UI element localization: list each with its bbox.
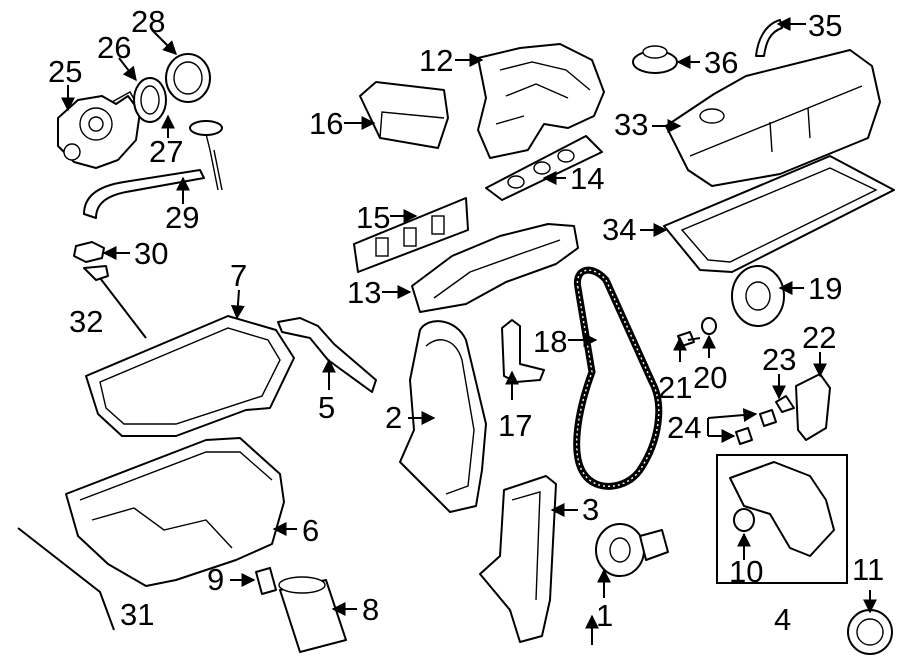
breather-hose-part [755, 19, 783, 57]
callout-28: 28 [131, 4, 165, 39]
sprocket-bolt-part [677, 331, 701, 347]
oil-cap-part [632, 45, 678, 74]
callout-9: 9 [207, 562, 224, 597]
callout-25: 25 [48, 54, 82, 89]
callout-34: 34 [602, 212, 636, 247]
lower-timing-cover-part [479, 475, 557, 643]
callout-15: 15 [356, 200, 390, 235]
intake-gasket-part [485, 135, 603, 201]
callout-8: 8 [362, 592, 379, 627]
housing-gasket-part [165, 53, 211, 103]
callout-31: 31 [120, 597, 154, 632]
callout-35: 35 [808, 8, 842, 43]
timing-belt-part [573, 266, 663, 490]
camshaft-sprocket-part [731, 265, 785, 327]
callout-24: 24 [667, 410, 701, 445]
leader-lines [61, 17, 877, 645]
exhaust-gasket-part [353, 197, 469, 273]
callout-4: 4 [774, 602, 791, 637]
sprocket-washer-part [701, 317, 717, 335]
mount-bushing-part [733, 508, 755, 532]
callout-29: 29 [165, 200, 199, 235]
callout-33: 33 [614, 107, 648, 142]
intake-manifold-part [477, 43, 605, 159]
callout-11: 11 [852, 552, 884, 587]
callout-7: 7 [230, 258, 247, 293]
callout-22: 22 [802, 320, 836, 355]
oil-pan-gasket-part [85, 315, 295, 437]
engine-mount-bracket-part [729, 461, 835, 557]
rear-seal-part [277, 317, 377, 393]
oil-filler-tube-part [83, 120, 223, 219]
tensioner-bolt-part [735, 409, 777, 445]
callout-1: 1 [596, 598, 613, 633]
callout-12: 12 [419, 43, 453, 78]
callout-30: 30 [134, 236, 168, 271]
callout-18: 18 [533, 324, 567, 359]
callout-13: 13 [347, 275, 381, 310]
dipstick-part [83, 265, 147, 339]
callout-21: 21 [658, 370, 692, 405]
callout-6: 6 [302, 513, 319, 548]
upper-timing-cover-part [399, 320, 487, 513]
callout-32: 32 [69, 304, 103, 339]
callout-20: 20 [693, 360, 727, 395]
callout-5: 5 [318, 390, 335, 425]
callout-26: 26 [97, 30, 131, 65]
valve-cover-part [665, 49, 881, 187]
callout-19: 19 [808, 271, 842, 306]
valve-cover-gasket-part [663, 155, 895, 273]
callout-16: 16 [309, 106, 343, 141]
oil-dipstick-part [17, 527, 115, 631]
callout-2: 2 [385, 400, 402, 435]
callout-3: 3 [582, 492, 599, 527]
callout-36: 36 [704, 45, 738, 80]
callout-27: 27 [149, 134, 183, 169]
callout-labels: 1 2 3 4 5 6 7 8 9 10 11 12 13 14 15 16 1… [48, 4, 884, 637]
intake-cover-part [359, 81, 449, 149]
callout-10: 10 [729, 554, 763, 589]
exhaust-manifold-part [411, 223, 579, 313]
crankshaft-sprocket-part [595, 523, 669, 577]
crankshaft-seal-part [847, 609, 893, 655]
water-pump-part [57, 91, 141, 169]
callout-14: 14 [570, 161, 604, 196]
thermostat-gasket-part [133, 77, 167, 123]
tensioner-clip-part [775, 395, 795, 413]
bracket-group-box [716, 454, 848, 584]
callout-17: 17 [498, 408, 532, 443]
oil-pan-part [65, 437, 285, 587]
grommet-part [73, 241, 105, 263]
oil-filter-part [278, 576, 347, 653]
oil-pressure-sensor-part [255, 567, 277, 595]
tensioner-bracket-part [795, 373, 831, 441]
callout-23: 23 [762, 342, 796, 377]
